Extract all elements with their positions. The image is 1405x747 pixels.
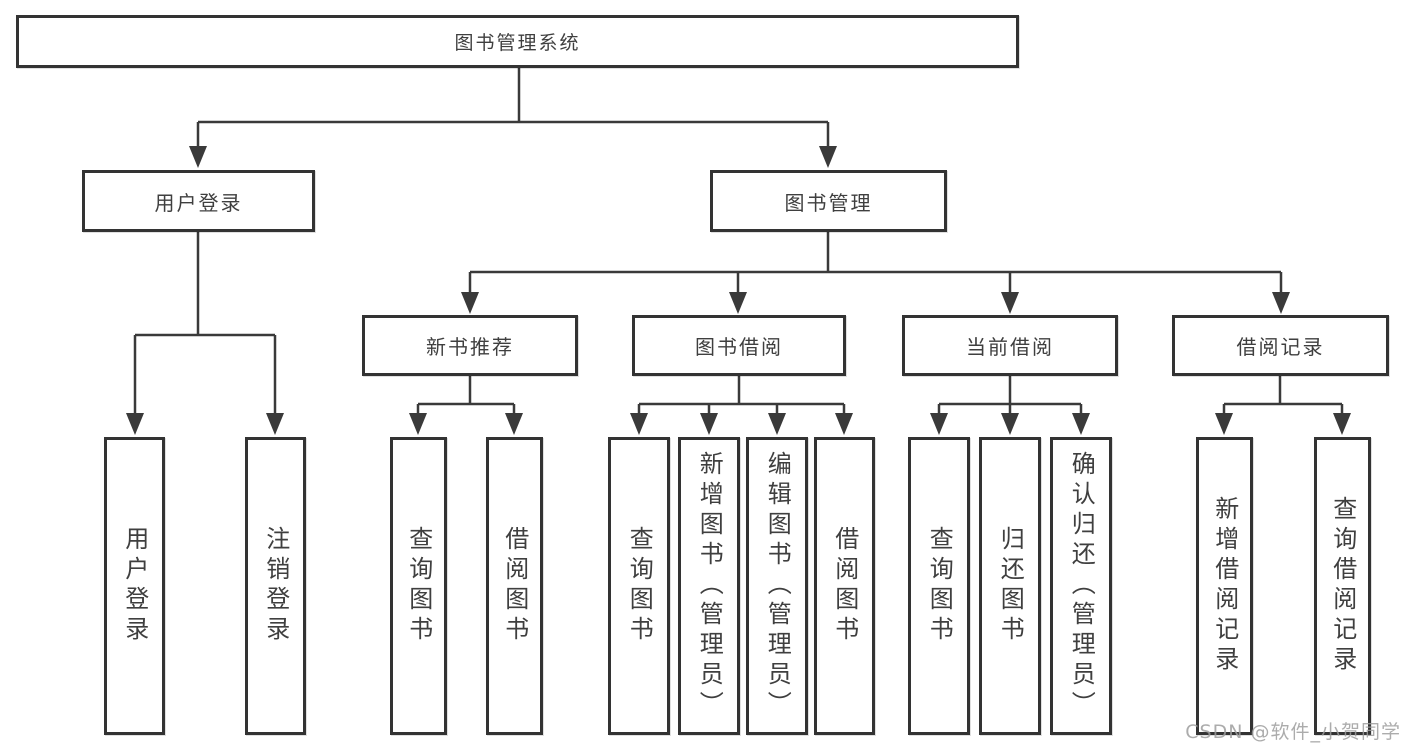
node-new-book-recommend-label: 新书推荐 — [426, 335, 514, 359]
node-book-management: 图书管理 — [710, 170, 947, 232]
node-book-management-label: 图书管理 — [784, 190, 873, 215]
leaf-query-books-recommend: 查询图书 — [390, 437, 447, 735]
leaf-confirm-return-admin: 确认归还（管理员） — [1050, 437, 1112, 735]
leaf-query-borrow-record-label: 查询借阅记录 — [1328, 496, 1357, 676]
node-library-system: 图书管理系统 — [16, 15, 1019, 68]
leaf-query-books-borrow: 查询图书 — [608, 437, 670, 735]
node-book-borrow-label: 图书借阅 — [695, 335, 783, 359]
node-user-login: 用户登录 — [82, 170, 315, 232]
node-library-system-label: 图书管理系统 — [454, 32, 581, 54]
leaf-logout-login: 注销登录 — [245, 437, 306, 735]
leaf-borrow-books-recommend-label: 借阅图书 — [500, 526, 529, 646]
leaf-add-borrow-record: 新增借阅记录 — [1196, 437, 1253, 735]
leaf-borrow-books-label: 借阅图书 — [830, 526, 859, 646]
node-borrow-records: 借阅记录 — [1172, 315, 1389, 376]
leaf-return-books: 归还图书 — [979, 437, 1041, 735]
csdn-watermark: CSDN @软件_小贺同学 — [1185, 721, 1401, 743]
leaf-user-login-label: 用户登录 — [120, 526, 149, 646]
node-current-borrow-label: 当前借阅 — [966, 335, 1054, 359]
node-borrow-records-label: 借阅记录 — [1236, 335, 1325, 359]
leaf-return-books-label: 归还图书 — [996, 526, 1025, 646]
leaf-edit-book-admin-label: 编辑图书（管理员） — [763, 451, 792, 721]
leaf-query-books-recommend-label: 查询图书 — [404, 526, 433, 646]
leaf-user-login: 用户登录 — [104, 437, 165, 735]
node-current-borrow: 当前借阅 — [902, 315, 1118, 376]
leaf-add-book-admin-label: 新增图书（管理员） — [695, 451, 724, 721]
leaf-logout-login-label: 注销登录 — [261, 526, 290, 646]
leaf-query-books-current: 查询图书 — [908, 437, 970, 735]
leaf-query-books-borrow-label: 查询图书 — [625, 526, 654, 646]
leaf-add-book-admin: 新增图书（管理员） — [678, 437, 740, 735]
leaf-query-books-current-label: 查询图书 — [925, 526, 954, 646]
leaf-edit-book-admin: 编辑图书（管理员） — [746, 437, 808, 735]
leaf-query-borrow-record: 查询借阅记录 — [1314, 437, 1371, 735]
node-book-borrow: 图书借阅 — [632, 315, 846, 376]
node-user-login-label: 用户登录 — [154, 190, 243, 215]
leaf-add-borrow-record-label: 新增借阅记录 — [1210, 496, 1239, 676]
node-new-book-recommend: 新书推荐 — [362, 315, 578, 376]
leaf-confirm-return-admin-label: 确认归还（管理员） — [1067, 451, 1096, 721]
leaf-borrow-books-recommend: 借阅图书 — [486, 437, 543, 735]
leaf-borrow-books: 借阅图书 — [814, 437, 875, 735]
